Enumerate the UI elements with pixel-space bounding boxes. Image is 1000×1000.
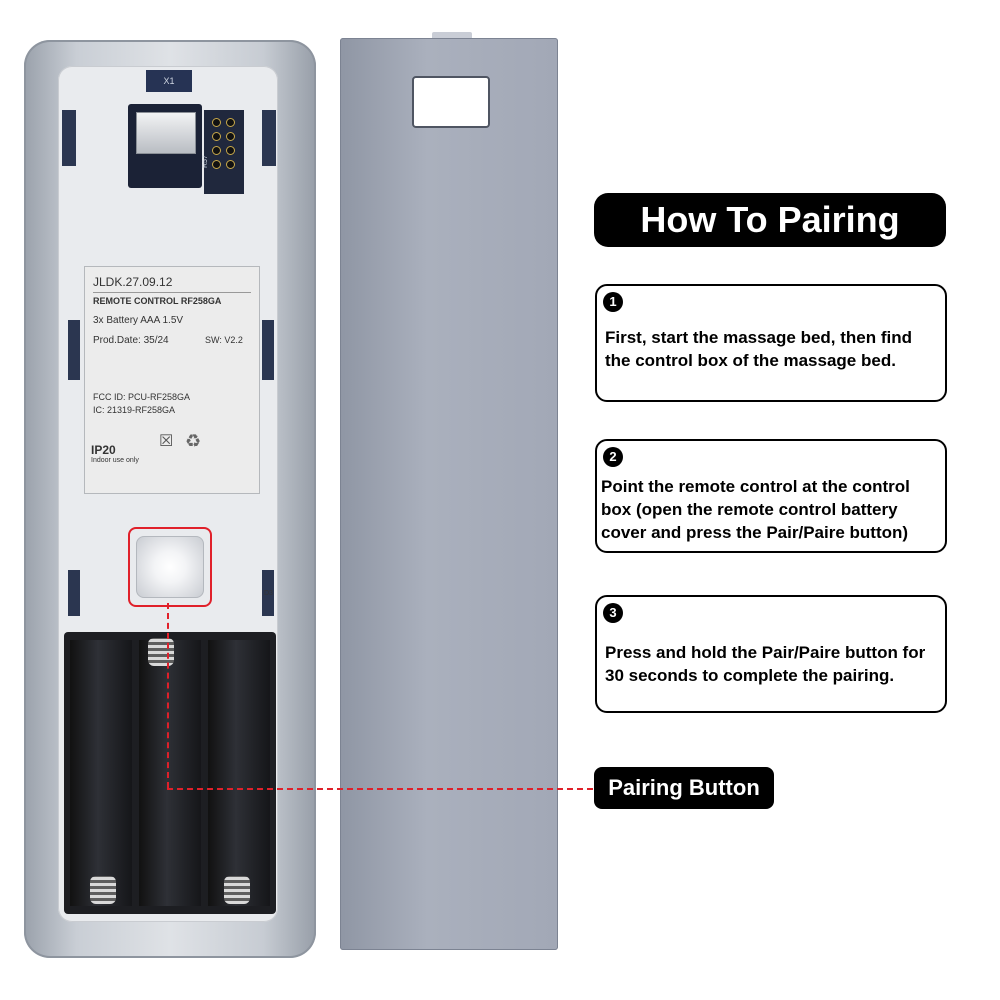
- battery-slot: [70, 640, 132, 906]
- callout-leader-line: [167, 603, 169, 788]
- pcb-slot: [262, 570, 274, 616]
- pcb-slot: [262, 110, 276, 166]
- pcb-slot: [62, 110, 76, 166]
- label-fcc-id: FCC ID: PCU-RF258GA: [93, 392, 191, 402]
- battery-spring: [148, 638, 174, 666]
- label-model: REMOTE CONTROL RF258GA: [93, 292, 251, 306]
- pcb-r57-marking: R57: [202, 155, 209, 168]
- battery-slot: [208, 640, 270, 906]
- step-card-1: 1 First, start the massage bed, then fin…: [595, 284, 947, 402]
- pcb-slot: [68, 320, 80, 380]
- pairing-button-label: Pairing Button: [594, 767, 774, 809]
- page-title: How To Pairing: [594, 193, 946, 247]
- step-text: Point the remote control at the control …: [601, 477, 910, 542]
- step-number-icon: 2: [603, 447, 623, 467]
- recycle-icon: ♻: [185, 431, 202, 451]
- rf-shield: [136, 112, 196, 154]
- pairing-button-highlight: [128, 527, 212, 607]
- pcb-x1-marking: X1: [146, 70, 192, 92]
- pcb-slot: [68, 570, 80, 616]
- label-sw-version: SW: V2.2: [205, 335, 243, 345]
- battery-slot: [139, 640, 201, 906]
- pcb-d3-marking: D3: [264, 590, 273, 597]
- battery-spring: [90, 876, 116, 904]
- label-battery: 3x Battery AAA 1.5V: [93, 315, 184, 326]
- step-number-icon: 3: [603, 603, 623, 623]
- step-number-icon: 1: [603, 292, 623, 312]
- label-indoor-use: Indoor use only: [91, 457, 139, 464]
- label-prod-date: Prod.Date: 35/24: [93, 335, 169, 346]
- pcb-slot: [262, 320, 274, 380]
- label-ic: IC: 21319-RF258GA: [93, 405, 176, 415]
- device-label: JLDK.27.09.12 REMOTE CONTROL RF258GA 3x …: [84, 266, 260, 494]
- battery-spring: [224, 876, 250, 904]
- label-ip-rating: IP20: [91, 443, 116, 457]
- pairing-button[interactable]: [136, 536, 204, 598]
- step-text: Press and hold the Pair/Paire button for…: [605, 643, 926, 685]
- battery-cover-tab: [432, 32, 472, 40]
- callout-leader-line: [167, 788, 593, 790]
- label-id: JLDK.27.09.12: [93, 275, 173, 289]
- battery-compartment: [64, 632, 276, 914]
- step-text: First, start the massage bed, then find …: [605, 328, 913, 370]
- step-card-3: 3 Press and hold the Pair/Paire button f…: [595, 595, 947, 713]
- step-card-2: 2 Point the remote control at the contro…: [595, 439, 947, 553]
- pin-header: R57: [202, 110, 244, 194]
- weee-bin-icon: ☒: [159, 433, 174, 450]
- battery-cover-latch-hole: [412, 76, 490, 128]
- battery-cover: [340, 38, 558, 950]
